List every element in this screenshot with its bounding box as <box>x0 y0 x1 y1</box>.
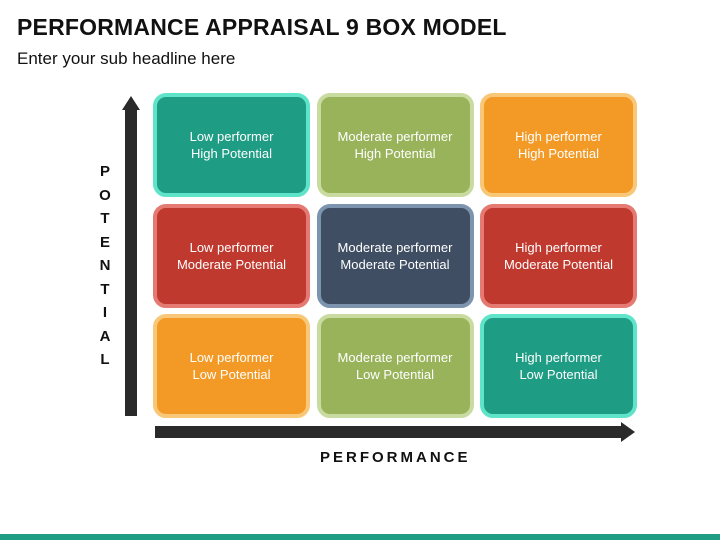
box-low-performer-high-potential[interactable]: Low performer High Potential <box>153 93 310 197</box>
axis-letter: E <box>99 233 110 251</box>
axis-letter: P <box>99 163 110 180</box>
footer-accent-bar <box>0 534 720 540</box>
box-low-performer-moderate-potential[interactable]: Low performer Moderate Potential <box>153 203 310 308</box>
box-high-performer-low-potential[interactable]: High performer Low Potential <box>480 314 637 418</box>
axis-letter: O <box>99 186 111 204</box>
up-arrowhead-icon <box>122 96 140 110</box>
box-line2: Low Potential <box>355 367 435 382</box>
right-arrowhead-icon <box>621 422 635 442</box>
box-line1: Moderate performer <box>337 350 453 365</box>
box-high-performer-moderate-potential[interactable]: High performer Moderate Potential <box>480 203 637 308</box>
box-line1: Moderate performer <box>337 239 453 255</box>
box-line2: Low Potential <box>519 367 598 382</box>
box-moderate-performer-low-potential[interactable]: Moderate performer Low Potential <box>316 314 474 418</box>
box-line2: High Potential <box>191 146 272 161</box>
axis-letter: N <box>99 257 111 274</box>
performance-axis-shaft <box>155 426 622 438</box>
page-title: PERFORMANCE APPRAISAL 9 BOX MODEL <box>17 14 507 40</box>
nine-box-grid: Low performer High Potential Moderate pe… <box>153 93 637 418</box>
potential-axis-shaft <box>125 109 137 416</box>
box-line1: Low performer <box>189 350 274 365</box>
box-line2: Low Potential <box>192 367 271 382</box>
box-line1: Low performer <box>189 239 274 255</box>
axis-letter: A <box>99 327 111 345</box>
axis-letter: T <box>100 210 110 227</box>
box-line1: Low performer <box>189 129 274 144</box>
box-low-performer-low-potential[interactable]: Low performer Low Potential <box>153 314 310 418</box>
box-line2: High Potential <box>518 146 599 161</box>
box-line1: High performer <box>515 129 602 144</box>
box-line2: Moderate Potential <box>503 256 614 272</box>
box-line2: Moderate Potential <box>340 256 450 272</box>
axis-letter: I <box>102 304 108 321</box>
box-line2: Moderate Potential <box>176 256 287 272</box>
performance-axis-arrow <box>155 422 635 442</box>
box-moderate-performer-high-potential[interactable]: Moderate performer High Potential <box>316 93 474 197</box>
box-line1: Moderate performer <box>337 129 453 144</box>
axis-letter: T <box>100 280 110 298</box>
page-subtitle: Enter your sub headline here <box>17 49 236 68</box>
potential-axis-arrow <box>122 96 140 416</box>
box-line1: High performer <box>515 239 602 255</box>
axis-letter: L <box>100 351 110 368</box>
box-line1: High performer <box>515 350 602 365</box>
box-high-performer-high-potential[interactable]: High performer High Potential <box>480 93 637 197</box>
performance-axis-label: PERFORMANCE <box>320 449 471 466</box>
box-line2: High Potential <box>354 146 436 161</box>
potential-axis-label: P O T E N T I A L <box>94 160 116 372</box>
box-moderate-performer-moderate-potential[interactable]: Moderate performer Moderate Potential <box>316 203 474 308</box>
